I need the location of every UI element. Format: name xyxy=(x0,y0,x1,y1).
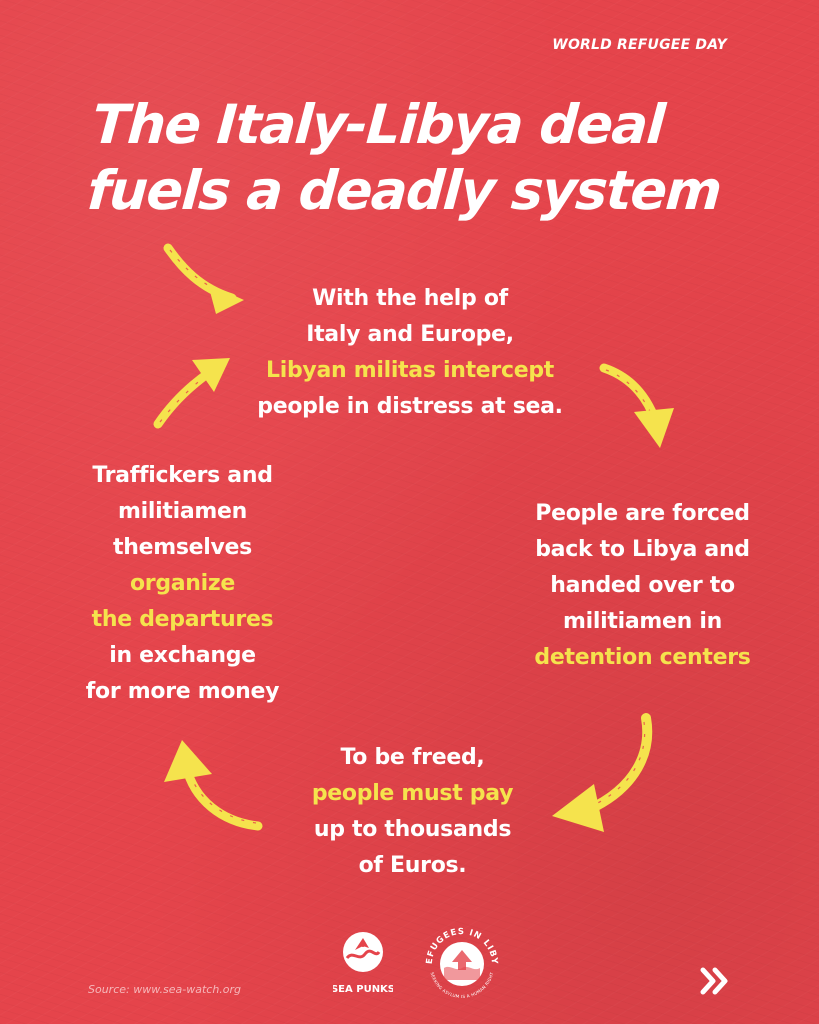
arrow-left-up-icon xyxy=(148,352,238,432)
cycle-step-ransom: To be freed, people must pay up to thous… xyxy=(260,740,565,884)
step-left-highlight-2: the departures xyxy=(91,607,274,632)
step-right-line-3: handed over to xyxy=(550,573,735,598)
step-top-line-1: With the help of xyxy=(312,286,508,311)
source-credit: Source: www.sea-watch.org xyxy=(88,983,242,996)
cycle-step-departures: Traffickers and militiamen themselves or… xyxy=(60,458,305,710)
next-slide-button[interactable] xyxy=(700,966,732,996)
step-bottom-line-3: up to thousands xyxy=(313,817,512,842)
step-top-line-2: Italy and Europe, xyxy=(306,322,514,347)
arrow-bottom-right-curve-icon xyxy=(548,712,658,837)
arrow-top-left-in-icon xyxy=(160,240,255,320)
cycle-step-detention: People are forced back to Libya and hand… xyxy=(520,496,765,676)
step-right-line-1: People are forced xyxy=(535,501,750,526)
step-right-highlight: detention centers xyxy=(534,645,751,670)
step-top-line-4: people in distress at sea. xyxy=(257,394,563,419)
step-left-line-7: for more money xyxy=(85,679,280,704)
step-bottom-line-4: of Euros. xyxy=(358,853,467,878)
step-bottom-highlight: people must pay xyxy=(311,781,514,806)
step-left-line-2: militiamen xyxy=(118,499,247,524)
double-chevron-right-icon xyxy=(700,967,728,995)
cycle-step-intercept: With the help of Italy and Europe, Libya… xyxy=(240,281,580,425)
title-line-2: fuels a deadly system xyxy=(85,159,723,222)
step-left-line-6: in exchange xyxy=(109,643,256,668)
step-right-line-2: back to Libya and xyxy=(535,537,750,562)
step-bottom-line-1: To be freed, xyxy=(340,745,485,770)
arrow-right-down-icon xyxy=(598,360,683,455)
eyebrow-label: WORLD REFUGEE DAY xyxy=(552,37,727,53)
page-title: The Italy-Libya deal fuels a deadly syst… xyxy=(85,92,774,224)
step-right-line-4: militiamen in xyxy=(563,609,722,634)
step-left-highlight-1: organize xyxy=(129,571,236,596)
refugees-in-libya-logo: REFUGEES IN LIBYA SEEKING ASYLUM IS A HU… xyxy=(414,913,506,1008)
step-left-line-1: Traffickers and xyxy=(92,463,273,488)
sea-punks-logo: SEA PUNKS xyxy=(331,928,395,998)
sea-punks-wordmark: SEA PUNKS xyxy=(333,984,393,995)
step-top-highlight: Libyan militas intercept xyxy=(266,358,554,383)
title-line-1: The Italy-Libya deal xyxy=(90,93,666,156)
step-left-line-3: themselves xyxy=(113,535,252,560)
arrow-bottom-left-curve-icon xyxy=(160,738,270,838)
